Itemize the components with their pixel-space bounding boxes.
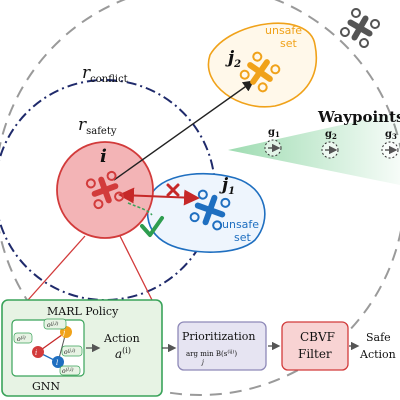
graph-node-l-label: l: [56, 359, 58, 367]
obs-tag-left: o(i): [13, 332, 33, 344]
prioritization-box: [177, 321, 267, 371]
obs-tag-bottom: o(l,i): [59, 365, 81, 376]
waypoint-g2: [321, 141, 339, 159]
prioritization-label: Prioritization: [182, 330, 256, 343]
unsafe-set-blue-label-2: set: [234, 231, 251, 244]
safe-label: Safe: [366, 331, 391, 344]
filter-label: Filter: [298, 347, 332, 361]
graph-node-j-label: j: [61, 329, 66, 337]
graph-node-i: [32, 346, 44, 358]
check-icon: [140, 216, 164, 237]
gnn-label: GNN: [32, 380, 60, 393]
arrow-i-to-j2: [113, 80, 255, 181]
drone-j1-icon: [189, 189, 231, 231]
g3-label: g3: [385, 129, 397, 141]
r-safety-label: rsafety: [78, 115, 117, 137]
waypoints-label: Waypoints: [317, 108, 400, 126]
drone-i-icon: [85, 170, 125, 210]
cross-icon: [166, 183, 180, 197]
g1-label: g1: [268, 127, 280, 139]
safe-action-label: Action: [359, 348, 396, 361]
obs-tag-top: o(j,l): [43, 318, 67, 330]
obs-tag-right: o(j,i): [61, 345, 83, 357]
unsafe-set-orange-label-1: unsafe: [265, 24, 302, 37]
waypoint-g3: [381, 141, 399, 159]
agent-j1-label: j1: [219, 175, 235, 197]
svg-text:o(i): o(i): [17, 334, 26, 343]
r-conflict-label: rconflict: [82, 63, 128, 85]
drone-gray-icon: [339, 7, 381, 49]
graph-node-l: [52, 356, 64, 368]
svg-text:o(l,i): o(l,i): [62, 366, 74, 375]
unsafe-set-orange-label-2: set: [280, 37, 297, 50]
unsafe-set-blue-label-1: unsafe: [222, 218, 259, 231]
waypoint-g1: [264, 139, 282, 157]
link-line-right: [119, 235, 153, 301]
prioritization-subscript: j: [200, 359, 204, 366]
cbvf-filter-box: [281, 321, 349, 371]
svg-text:o(j,i): o(j,i): [64, 347, 76, 356]
action-symbol: a(i): [115, 346, 131, 361]
link-line-left: [27, 235, 86, 301]
drone-j2-icon: [239, 51, 281, 93]
agent-i-label: i: [100, 146, 107, 167]
waypoint-beam: [228, 112, 400, 185]
graph-node-i-label: i: [35, 349, 37, 357]
g2-label: g2: [325, 129, 337, 141]
marl-policy-title: MARL Policy: [47, 305, 119, 318]
agent-j2-label: j2: [225, 48, 241, 70]
arrow-i-to-j1: [118, 187, 200, 206]
prioritization-formula: arg min B(s(ij)): [186, 348, 237, 358]
svg-text:o(j,l): o(j,l): [47, 320, 59, 329]
avoid-path: [127, 202, 153, 216]
action-label: Action: [103, 332, 140, 345]
cbvf-label: CBVF: [300, 330, 335, 344]
